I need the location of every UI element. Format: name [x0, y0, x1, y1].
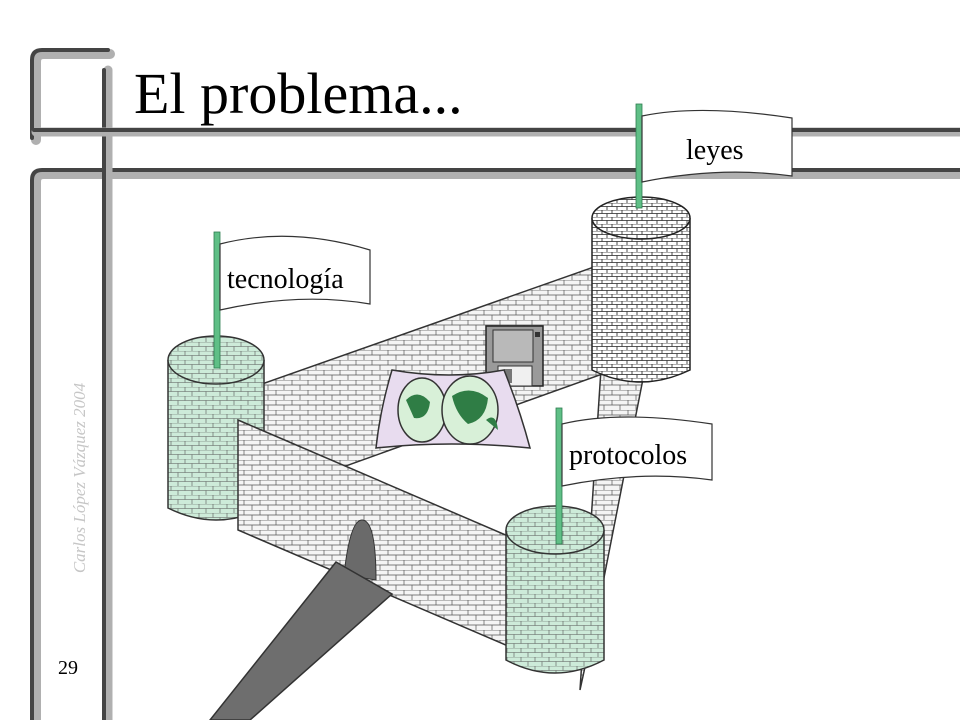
flag-label-leyes: leyes	[686, 135, 744, 166]
page-number: 29	[58, 657, 78, 679]
world-map-scroll-icon	[375, 369, 532, 449]
ramp	[209, 561, 394, 720]
flag-label-protocolos: protocolos	[569, 440, 687, 471]
floppy-disk-icon	[485, 325, 544, 387]
flag-label-tecnologia: tecnología	[227, 264, 344, 295]
author-credit: Carlos López Vázquez 2004	[70, 382, 89, 574]
flag-leyes	[635, 103, 793, 209]
tower-leyes	[591, 196, 691, 383]
tower-protocolos	[505, 505, 605, 674]
wall-gate	[343, 519, 377, 581]
slide-frame	[30, 48, 960, 720]
slide-title: El problema...	[134, 61, 463, 126]
flag-tecnologia	[213, 231, 371, 369]
flag-protocolos	[555, 407, 713, 545]
